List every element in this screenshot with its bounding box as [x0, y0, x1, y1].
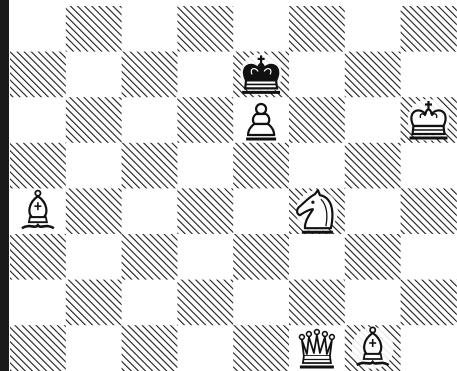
square-b3[interactable]: [66, 234, 122, 280]
square-e1[interactable]: [233, 325, 289, 371]
square-h8[interactable]: [401, 6, 457, 52]
square-b7[interactable]: [66, 52, 122, 98]
square-b5[interactable]: [66, 143, 122, 189]
square-g3[interactable]: [345, 234, 401, 280]
white-bishop-g1[interactable]: [352, 327, 394, 369]
black-king-e7[interactable]: [240, 53, 282, 95]
square-e4[interactable]: [233, 188, 289, 234]
square-d3[interactable]: [177, 234, 233, 280]
square-g8[interactable]: [345, 6, 401, 52]
square-g7[interactable]: [345, 52, 401, 98]
square-c6[interactable]: [122, 97, 178, 143]
square-d1[interactable]: [177, 325, 233, 371]
square-h5[interactable]: [401, 143, 457, 189]
square-d7[interactable]: [177, 52, 233, 98]
square-d4[interactable]: [177, 188, 233, 234]
square-e3[interactable]: [233, 234, 289, 280]
white-king-h6[interactable]: [408, 99, 450, 141]
pawn-icon: [240, 99, 282, 141]
square-h7[interactable]: [401, 52, 457, 98]
square-c7[interactable]: [122, 52, 178, 98]
square-d8[interactable]: [177, 6, 233, 52]
square-e8[interactable]: [233, 6, 289, 52]
square-g2[interactable]: [345, 280, 401, 326]
square-f8[interactable]: [289, 6, 345, 52]
square-b4[interactable]: [66, 188, 122, 234]
square-e2[interactable]: [233, 280, 289, 326]
square-f7[interactable]: [289, 52, 345, 98]
king-icon: [408, 99, 450, 141]
square-c2[interactable]: [122, 280, 178, 326]
square-g4[interactable]: [345, 188, 401, 234]
square-c3[interactable]: [122, 234, 178, 280]
square-b6[interactable]: [66, 97, 122, 143]
square-f5[interactable]: [289, 143, 345, 189]
square-d6[interactable]: [177, 97, 233, 143]
square-c1[interactable]: [122, 325, 178, 371]
square-a3[interactable]: [10, 234, 66, 280]
square-g5[interactable]: [345, 143, 401, 189]
square-f3[interactable]: [289, 234, 345, 280]
knight-icon: [296, 190, 338, 232]
white-queen-f1[interactable]: [296, 327, 338, 369]
square-h2[interactable]: [401, 280, 457, 326]
square-a6[interactable]: [10, 97, 66, 143]
square-h4[interactable]: [401, 188, 457, 234]
square-c8[interactable]: [122, 6, 178, 52]
square-h3[interactable]: [401, 234, 457, 280]
square-g6[interactable]: [345, 97, 401, 143]
bishop-icon: [17, 190, 59, 232]
white-pawn-e6[interactable]: [240, 99, 282, 141]
square-b8[interactable]: [66, 6, 122, 52]
board-squares: [10, 6, 457, 371]
queen-icon: [296, 327, 338, 369]
square-a2[interactable]: [10, 280, 66, 326]
square-a8[interactable]: [10, 6, 66, 52]
square-f2[interactable]: [289, 280, 345, 326]
square-d5[interactable]: [177, 143, 233, 189]
square-c5[interactable]: [122, 143, 178, 189]
square-h1[interactable]: [401, 325, 457, 371]
square-a1[interactable]: [10, 325, 66, 371]
square-a7[interactable]: [10, 52, 66, 98]
white-bishop-a4[interactable]: [17, 190, 59, 232]
square-a5[interactable]: [10, 143, 66, 189]
bishop-icon: [352, 327, 394, 369]
square-b2[interactable]: [66, 280, 122, 326]
square-b1[interactable]: [66, 325, 122, 371]
square-d2[interactable]: [177, 280, 233, 326]
square-c4[interactable]: [122, 188, 178, 234]
square-e5[interactable]: [233, 143, 289, 189]
square-f6[interactable]: [289, 97, 345, 143]
white-knight-f4[interactable]: [296, 190, 338, 232]
king-icon: [240, 53, 282, 95]
